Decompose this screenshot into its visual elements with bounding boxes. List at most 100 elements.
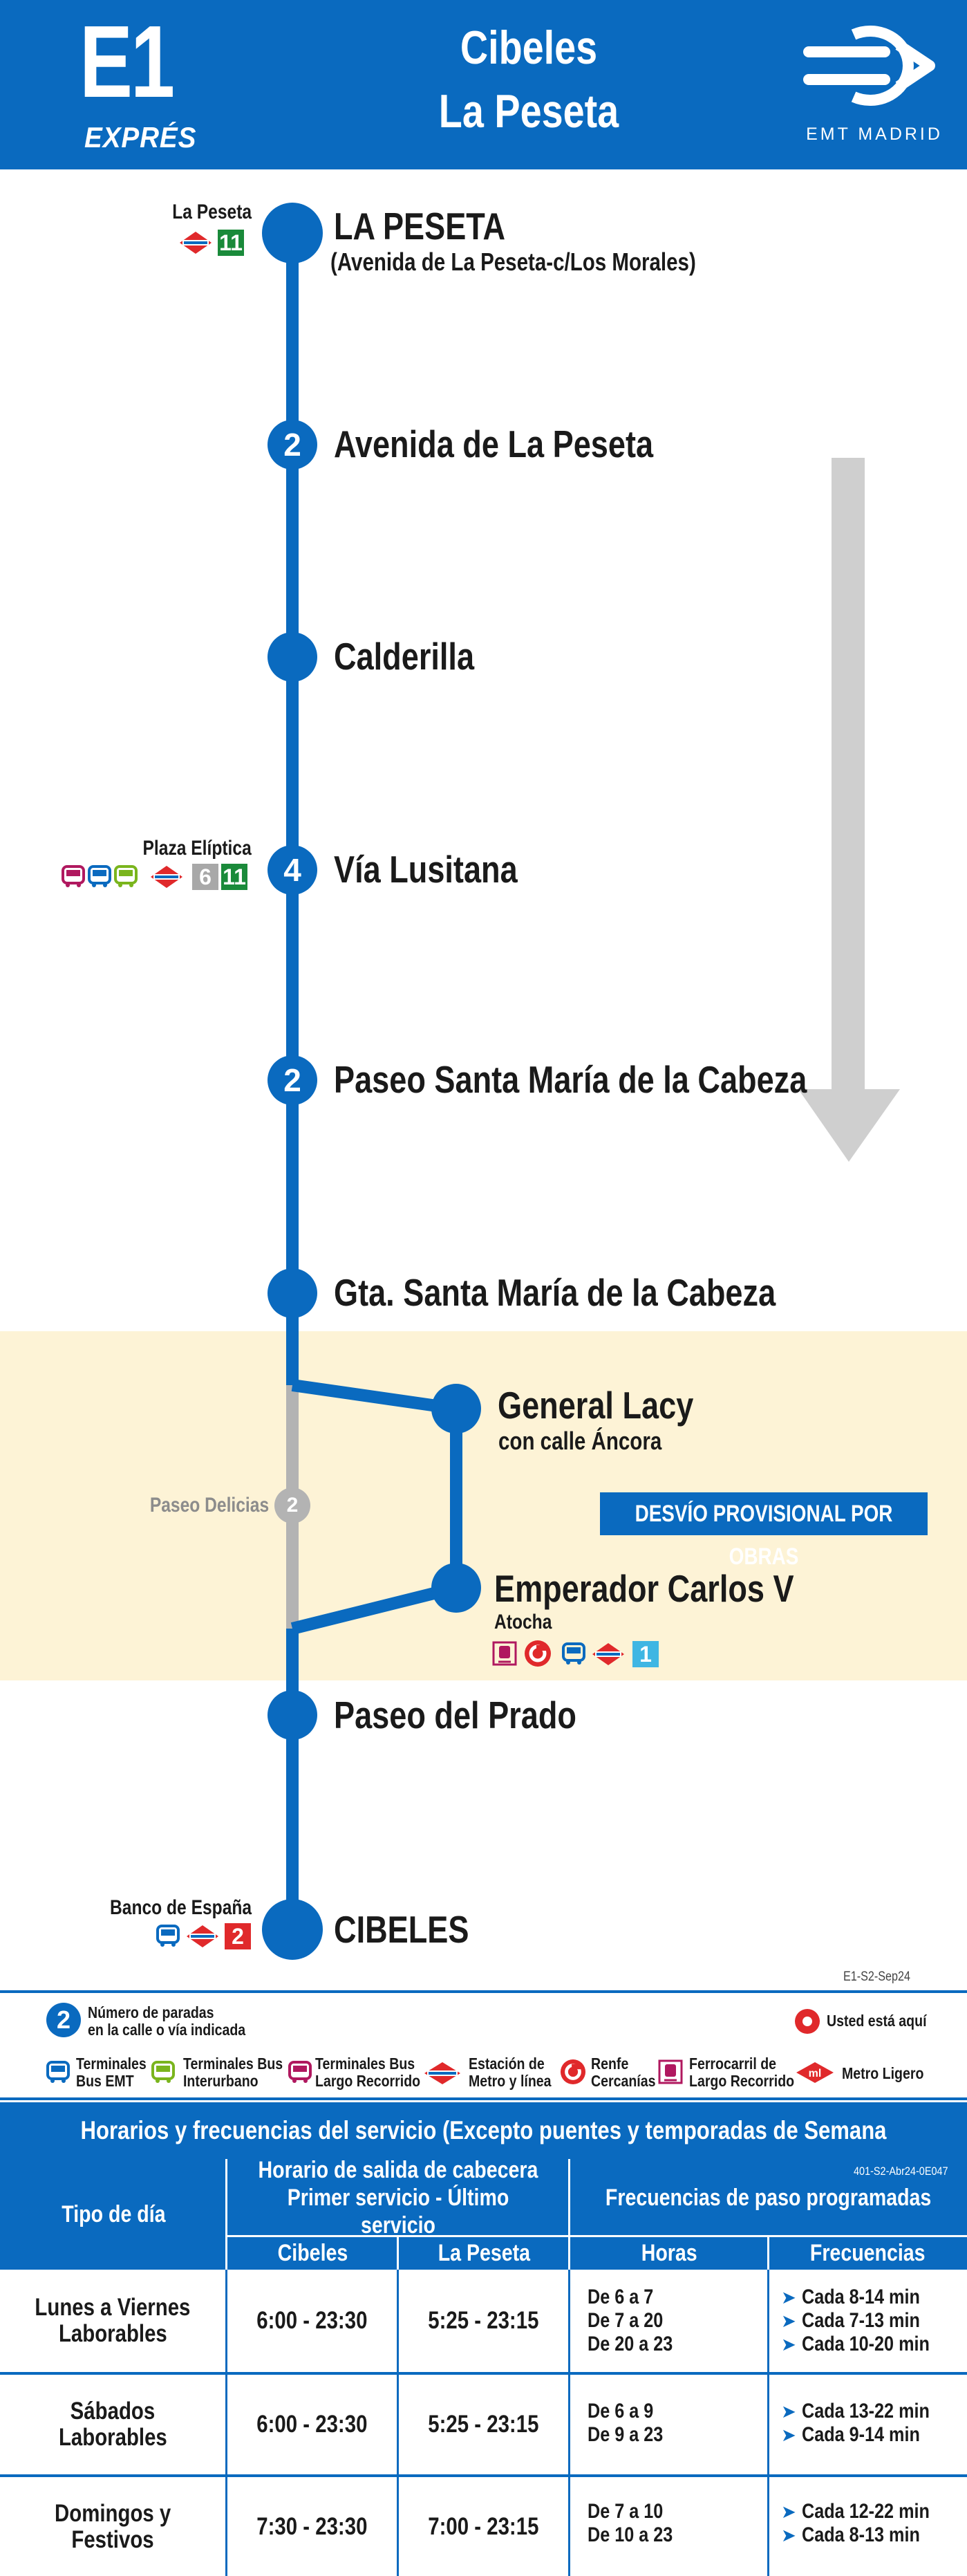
stop-name-via-lusitana: Vía Lusitana bbox=[334, 848, 518, 891]
schedule-title: Horarios y frecuencias del servicio (Exc… bbox=[0, 2102, 967, 2201]
emt-bus-icon bbox=[88, 865, 111, 887]
route-map bbox=[262, 203, 900, 1960]
metro-icon bbox=[592, 1643, 624, 1665]
table-rule bbox=[568, 2270, 570, 2576]
sub-header-cibeles: Cibeles bbox=[227, 2236, 398, 2270]
emt-bus-icon bbox=[46, 2061, 70, 2083]
stop-dot bbox=[267, 1268, 317, 1318]
arrow-icon: ➤ bbox=[781, 2287, 796, 2308]
stop-dot bbox=[267, 632, 317, 682]
legend-text: Terminales Bus bbox=[183, 2055, 283, 2073]
stop-dot bbox=[431, 1384, 481, 1434]
metro-line-badge: 6 bbox=[192, 864, 218, 890]
table-rule bbox=[225, 2159, 227, 2270]
long-distance-rail-icon bbox=[658, 2059, 683, 2084]
metro-line-badge: 2 bbox=[225, 1923, 251, 1949]
detour-path bbox=[290, 1379, 462, 1635]
long-distance-bus-icon bbox=[288, 2061, 312, 2083]
sub-header-hours: Horas bbox=[570, 2236, 769, 2270]
legend-text: Cercanías bbox=[591, 2072, 656, 2090]
renfe-cercanias-icon bbox=[525, 1640, 551, 1667]
table-rule bbox=[397, 2270, 399, 2576]
suspended-stop-count: 2 bbox=[286, 1494, 299, 1517]
stop-name-general-lacy: General Lacy bbox=[498, 1384, 694, 1427]
table-rule bbox=[227, 2235, 967, 2237]
emt-logo-icon bbox=[803, 26, 935, 106]
arrow-icon: ➤ bbox=[781, 2310, 796, 2331]
table-cell-cibeles: 6:00 - 23:30 bbox=[227, 2270, 397, 2372]
legend-text: Metro y línea bbox=[469, 2072, 552, 2090]
table-cell-cibeles: 6:00 - 23:30 bbox=[227, 2375, 397, 2474]
metro-icon bbox=[187, 1925, 218, 1947]
legend-text: Bus EMT bbox=[76, 2072, 134, 2090]
table-cell-hours: De 6 a 9 De 9 a 23 bbox=[588, 2400, 664, 2446]
stop-count-sample-icon bbox=[46, 2003, 81, 2037]
stop-name-emperador-carlos-v: Emperador Carlos V bbox=[494, 1567, 794, 1610]
connection-label: Banco de España bbox=[109, 1896, 252, 1919]
legend-text: Metro Ligero bbox=[842, 2064, 924, 2082]
table-cell-la-peseta: 5:25 - 23:15 bbox=[399, 2375, 568, 2474]
connection-label: Plaza Elíptica bbox=[142, 837, 252, 860]
legend-divider bbox=[0, 2097, 967, 2100]
table-cell-la-peseta: 5:25 - 23:15 bbox=[399, 2270, 568, 2372]
renfe-cercanias-icon bbox=[560, 2059, 586, 2085]
stop-name-avenida-la-peseta: Avenida de La Peseta bbox=[334, 423, 654, 465]
stop-dot bbox=[262, 203, 323, 263]
table-rule bbox=[0, 2372, 967, 2375]
connection-label: La Peseta bbox=[172, 201, 252, 223]
col-header-frequencies: Frecuencias de paso programadas bbox=[570, 2159, 967, 2236]
table-rule bbox=[568, 2159, 570, 2270]
schedule-code: 401-S2-Abr24-0E047 bbox=[854, 2165, 948, 2178]
stop-dot bbox=[267, 1055, 317, 1105]
legend-divider bbox=[0, 1990, 967, 1993]
table-rule bbox=[397, 2236, 399, 2270]
stop-dot bbox=[262, 1899, 323, 1960]
stop-name-calderilla: Calderilla bbox=[334, 635, 475, 678]
legend-text: Ferrocarril de bbox=[689, 2055, 777, 2073]
interurban-bus-icon bbox=[114, 865, 138, 887]
emt-bus-icon bbox=[156, 1925, 180, 1947]
light-rail-icon: ml bbox=[796, 2062, 834, 2083]
table-rule bbox=[225, 2270, 227, 2576]
suspended-stop-name: Paseo Delicias bbox=[149, 1494, 269, 1517]
operator-name: EMT MADRID bbox=[806, 124, 943, 144]
arrow-icon: ➤ bbox=[781, 2525, 796, 2546]
metro-line-badge: 11 bbox=[221, 864, 247, 890]
legend-text: Renfe bbox=[591, 2055, 629, 2073]
sub-header-freq: Frecuencias bbox=[769, 2236, 967, 2270]
route-title-destination: La Peseta bbox=[438, 85, 619, 138]
you-are-here-icon bbox=[795, 2009, 820, 2034]
table-cell-la-peseta: 7:00 - 23:15 bbox=[399, 2477, 568, 2576]
table-rule bbox=[767, 2270, 769, 2576]
stop-count-sample: 2 bbox=[56, 2005, 71, 2034]
metro-icon bbox=[424, 2062, 460, 2084]
arrow-icon: ➤ bbox=[781, 2425, 796, 2445]
metro-icon bbox=[151, 866, 182, 888]
stop-sub-la-peseta: (Avenida de La Peseta-c/Los Morales) bbox=[330, 248, 696, 276]
detour-notice: DESVÍO PROVISIONAL POR OBRAS bbox=[600, 1492, 928, 1570]
stop-name-paseo-del-prado: Paseo del Prado bbox=[334, 1694, 576, 1736]
legend-text: Interurbano bbox=[183, 2072, 259, 2090]
stop-name-gta-santa-maria: Gta. Santa María de la Cabeza bbox=[334, 1271, 776, 1314]
legend-text: Terminales bbox=[76, 2055, 147, 2073]
stop-name-la-peseta: LA PESETA bbox=[334, 205, 506, 248]
direction-arrow-icon bbox=[798, 458, 900, 1162]
metro-line-badge: 1 bbox=[632, 1641, 659, 1667]
legend-text: Número de paradas bbox=[88, 2003, 214, 2021]
table-cell-hours: De 7 a 10 De 10 a 23 bbox=[588, 2500, 673, 2546]
stop-dot bbox=[267, 845, 317, 895]
legend-text: Largo Recorrido bbox=[689, 2072, 795, 2090]
stop-name-paseo-santa-maria: Paseo Santa María de la Cabeza bbox=[334, 1058, 807, 1101]
stop-count: 2 bbox=[283, 427, 301, 463]
table-cell-freqs: ➤Cada 8-14 min ➤Cada 7-13 min ➤Cada 10-2… bbox=[781, 2286, 930, 2355]
stop-name-cibeles: CIBELES bbox=[334, 1908, 469, 1951]
emt-bus-icon bbox=[562, 1642, 585, 1665]
col-header-day-type: Tipo de día bbox=[0, 2159, 227, 2270]
long-distance-rail-icon bbox=[492, 1641, 517, 1666]
sub-header-la-peseta: La Peseta bbox=[398, 2236, 570, 2270]
stop-dot bbox=[267, 420, 317, 470]
legend-text: Estación de bbox=[469, 2055, 545, 2073]
table-cell-freqs: ➤Cada 12-22 min ➤Cada 8-13 min bbox=[781, 2500, 930, 2546]
